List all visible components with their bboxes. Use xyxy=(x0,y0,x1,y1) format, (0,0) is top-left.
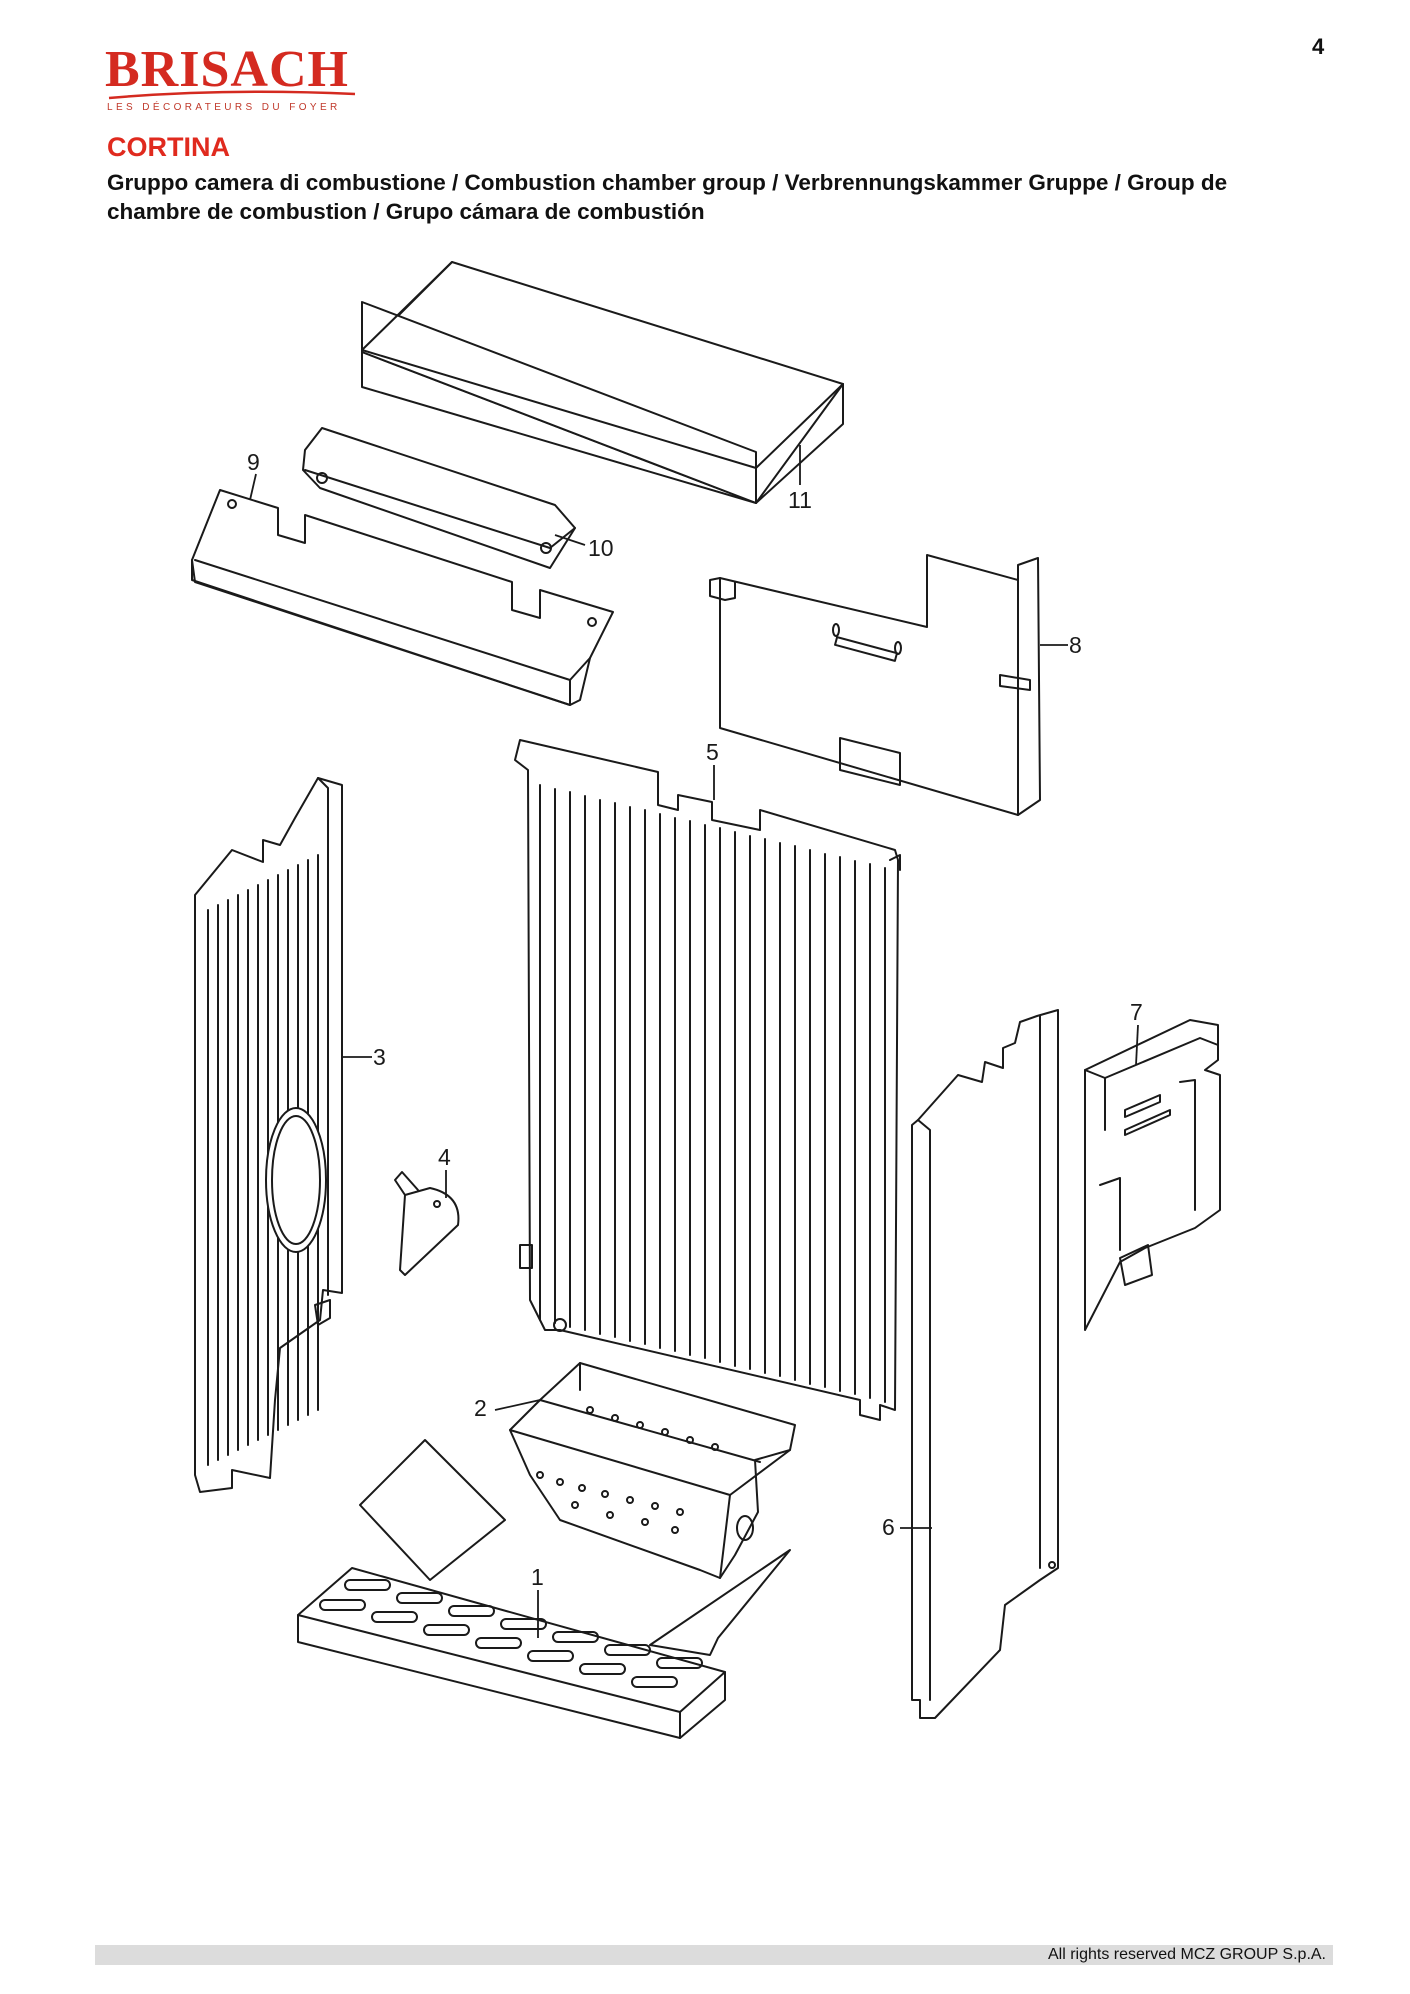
part-5-ribs xyxy=(539,784,886,1403)
part-2-holes xyxy=(536,1406,719,1534)
callout-8: 8 xyxy=(1069,632,1082,658)
brisach-logo: BRISACH LES DÉCORATEURS DU FOYER xyxy=(105,40,365,120)
part-2-burn-pot xyxy=(509,1362,796,1579)
part-9-deflector xyxy=(191,489,614,706)
part-6-right-side-panel xyxy=(911,1009,1059,1719)
leader-2 xyxy=(494,1399,541,1411)
callout-3: 3 xyxy=(373,1044,386,1070)
callout-2: 2 xyxy=(474,1395,487,1421)
part-8-rear-panel xyxy=(709,554,1041,816)
part-10-bracket xyxy=(302,427,576,569)
callout-11: 11 xyxy=(788,487,812,513)
leader-9 xyxy=(249,473,257,501)
callout-1: 1 xyxy=(531,1564,544,1590)
callout-6: 6 xyxy=(882,1514,895,1540)
part-1-grate-tray xyxy=(297,1439,791,1739)
part-5-back-grid xyxy=(514,739,901,1421)
leader-10 xyxy=(554,534,586,546)
footer-bar xyxy=(95,1945,1333,1965)
leader-7 xyxy=(1135,1024,1139,1066)
page-number: 4 xyxy=(1312,34,1325,59)
part-4-small-plate xyxy=(394,1171,460,1276)
callout-5: 5 xyxy=(706,739,719,765)
footer-copyright: All rights reserved MCZ GROUP S.p.A. xyxy=(1048,1946,1326,1963)
logo-tagline: LES DÉCORATEURS DU FOYER xyxy=(107,102,341,113)
logo-brand-text: BRISACH xyxy=(105,41,349,98)
part-11-top-baffle xyxy=(361,261,844,504)
callout-9: 9 xyxy=(247,449,260,475)
callout-7: 7 xyxy=(1130,999,1143,1025)
callout-4: 4 xyxy=(438,1144,451,1170)
model-title: CORTINA xyxy=(107,132,230,162)
section-subtitle: Gruppo camera di combustione / Combustio… xyxy=(107,170,1228,224)
part-3-left-side-grid xyxy=(194,777,343,1493)
part-1-slots xyxy=(319,1579,703,1688)
logo-swoosh-icon xyxy=(108,90,356,100)
part-7-side-bracket xyxy=(1084,1019,1221,1331)
callout-10: 10 xyxy=(588,535,614,561)
